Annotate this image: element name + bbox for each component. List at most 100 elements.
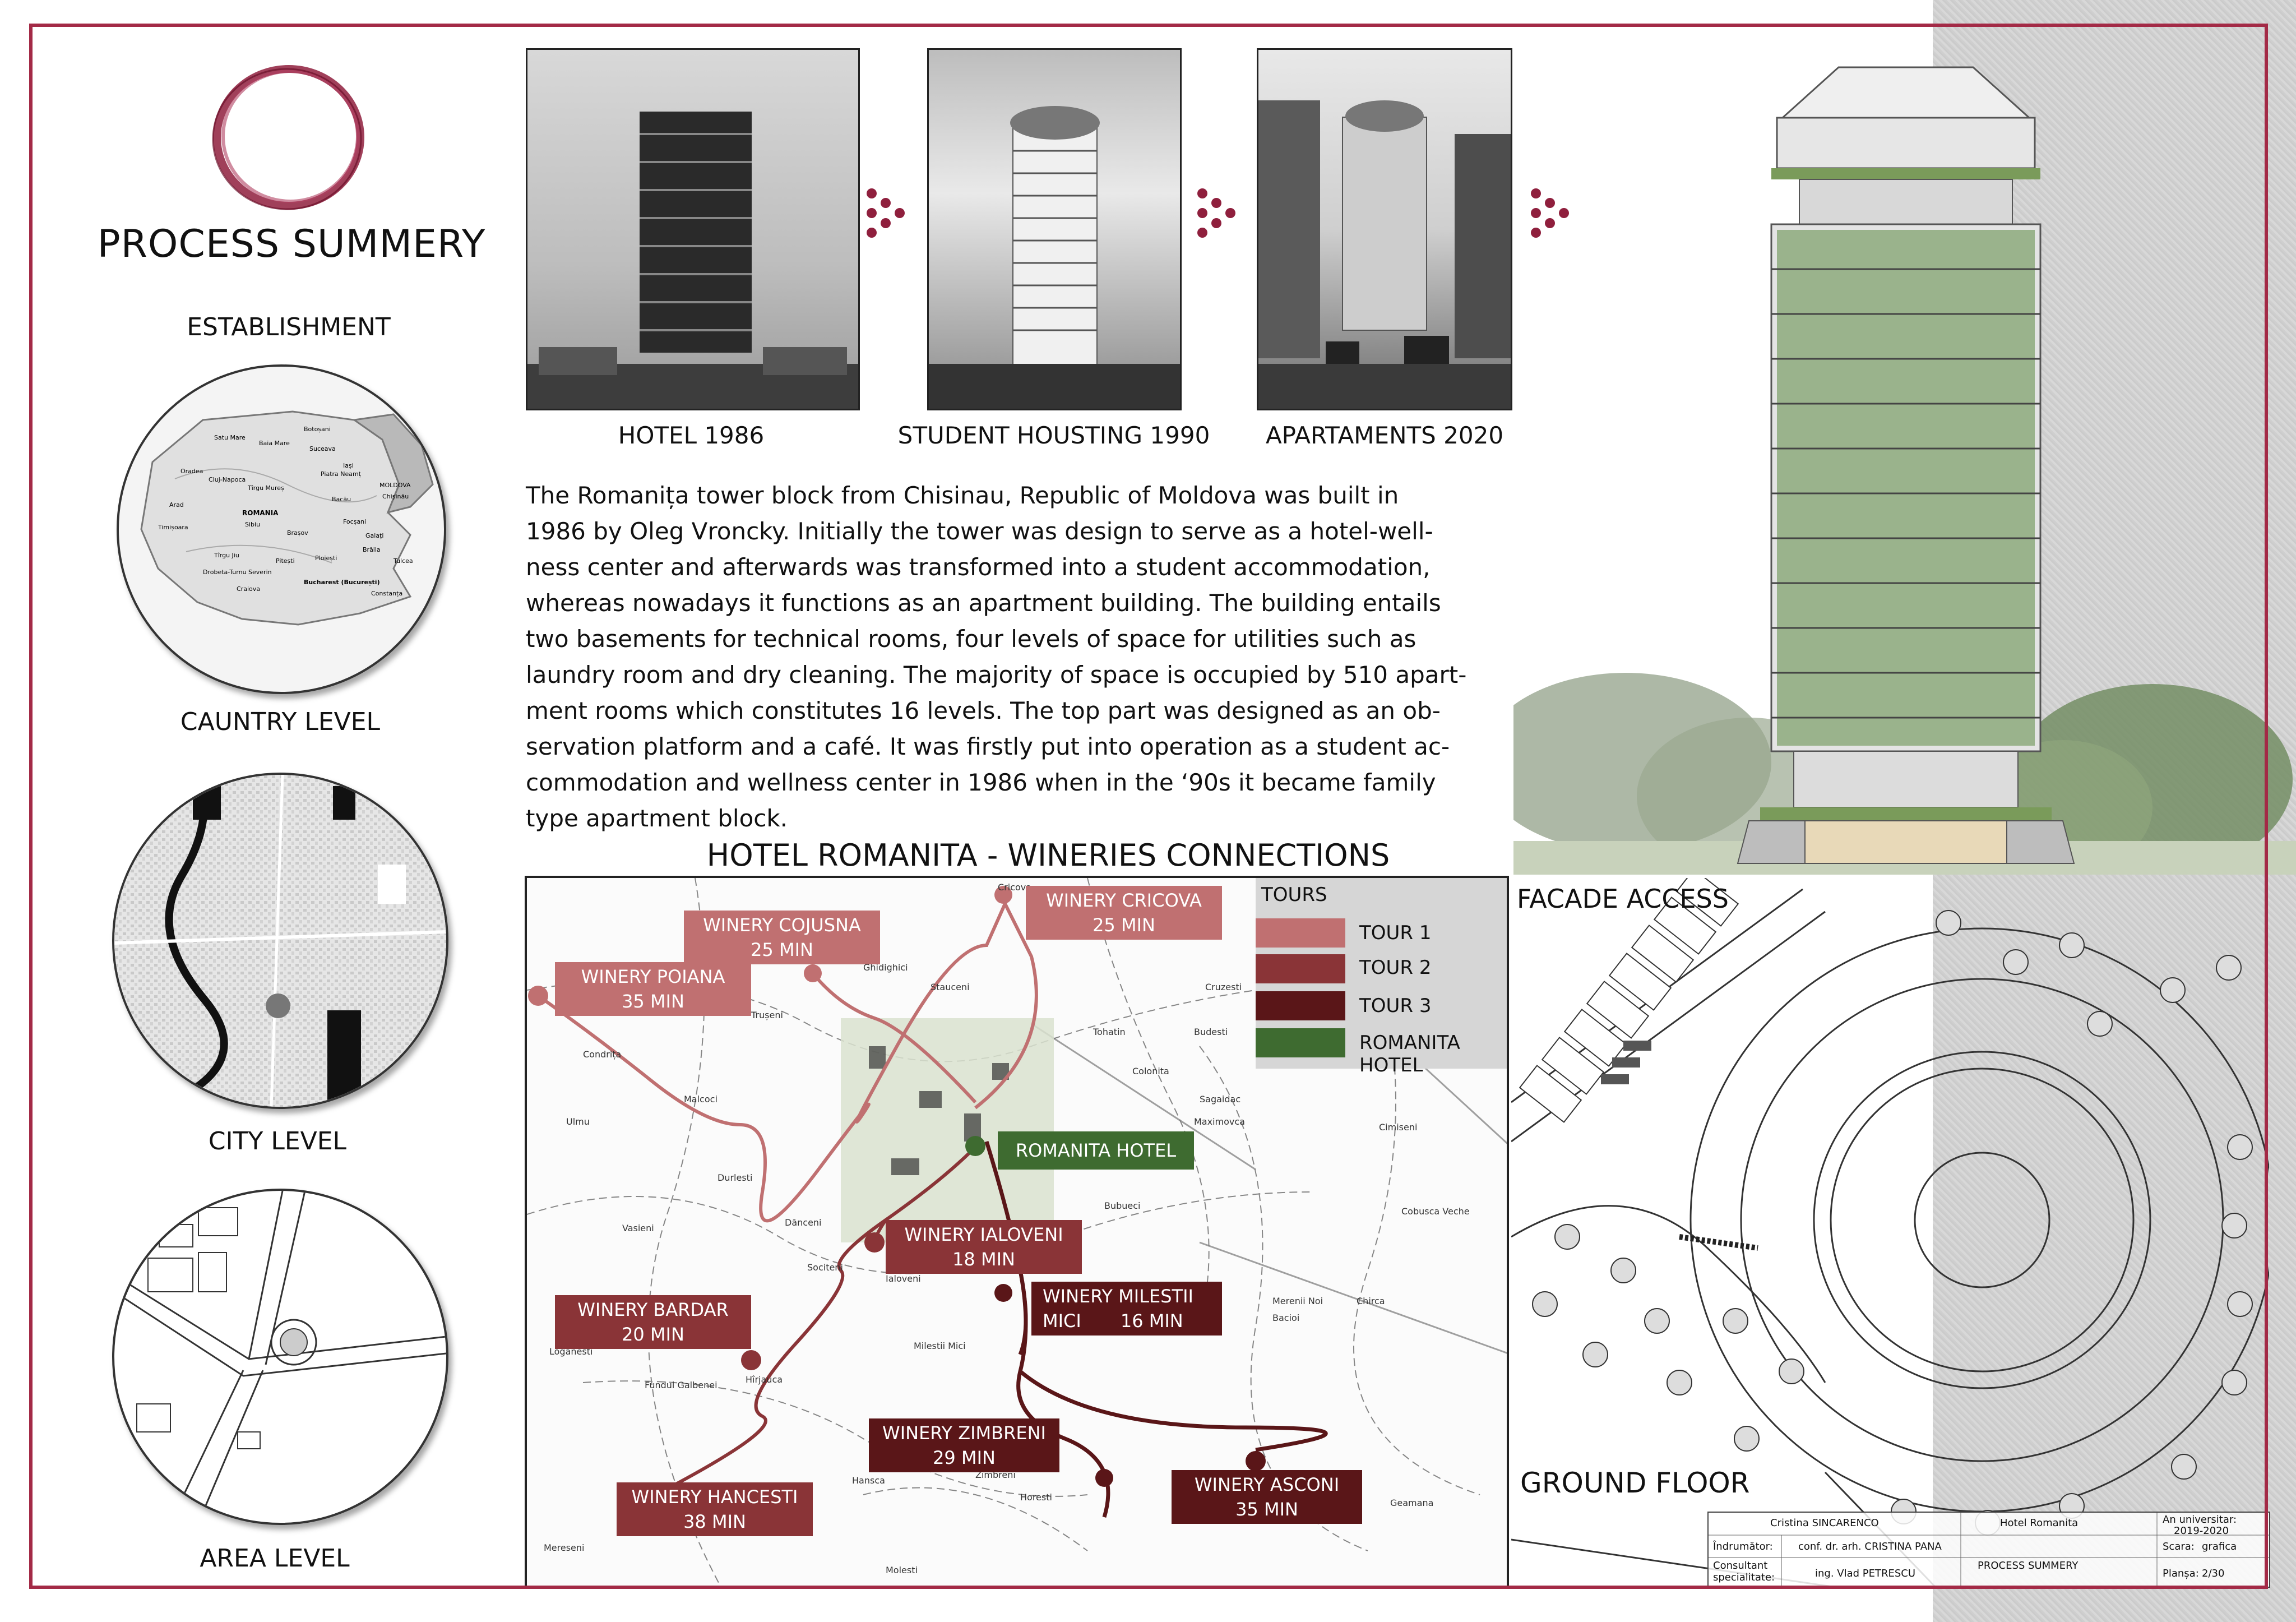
city-label: Drobeta-Turnu Severin	[203, 569, 272, 576]
ground-floor-plan: FACADE ACCESS GROUND FLOOR	[1511, 878, 2269, 1589]
description-line: ment rooms which constitutes 16 levels. …	[526, 697, 1441, 724]
place-name: Durlesti	[718, 1172, 752, 1183]
place-name: Colonita	[1132, 1066, 1169, 1076]
page-title: PROCESS SUMMERY	[97, 222, 486, 266]
city-label: Oradea	[180, 468, 203, 475]
legend-heading: TOURS	[1261, 884, 1327, 906]
place-name: Tohatin	[1093, 1027, 1126, 1037]
city-label: Sibiu	[245, 521, 260, 528]
place-name: Milestii Mici	[914, 1341, 966, 1351]
place-name: Chirca	[1357, 1296, 1385, 1306]
tutor-name: conf. dr. arh. CRISTINA PANA	[1798, 1541, 1942, 1552]
city-label: Satu Mare	[214, 434, 246, 441]
consultant-label: Consultant specialitate:	[1713, 1560, 1775, 1583]
scale-label: Scara:	[2163, 1541, 2195, 1552]
city-label: Brașov	[287, 529, 308, 537]
country-level-map: ROMANIA MOLDOVA Cluj-Napoca Brașov Iași …	[117, 364, 446, 694]
place-name: Fundul Galbenei	[645, 1380, 718, 1390]
wineries-map: Cricova Ghidighici Trușeni Condrița Malc…	[525, 876, 1509, 1589]
drawing-title-block: Cristina SINCARENCO Hotel Romanita An un…	[1707, 1512, 2270, 1588]
city-level-map	[112, 773, 448, 1109]
tours-legend: TOURS TOUR 1 TOUR 2 TOUR 3 ROMANITA HOTE…	[1256, 878, 1507, 1076]
description-line: ness center and afterwards was transform…	[526, 553, 1431, 581]
description-paragraph: The Romanița tower block from Chisinau, …	[526, 478, 1524, 837]
facade-access-label: FACADE ACCESS	[1517, 884, 1729, 914]
apartments-2020-photo	[1257, 48, 1512, 410]
city-label: Pitești	[276, 557, 295, 565]
place-name: Budesti	[1194, 1027, 1228, 1037]
city-label: Bucharest (București)	[304, 579, 380, 586]
romanita-hotel-tag: ROMANITA HOTEL	[998, 1131, 1194, 1170]
legend-swatch-tour3	[1256, 991, 1345, 1020]
place-name: Ialoveni	[886, 1273, 921, 1284]
place-name: Cricova	[998, 882, 1031, 893]
place-name: Cimiseni	[1379, 1122, 1417, 1133]
city-label: Craiova	[237, 585, 260, 593]
city-level-label: CITY LEVEL	[208, 1127, 347, 1156]
city-label: Ploiești	[315, 554, 337, 562]
city-label: Brăila	[363, 546, 381, 553]
place-name: Ulmu	[566, 1116, 590, 1127]
city-label: Iași	[343, 462, 354, 469]
year-label: An universitar:	[2163, 1514, 2237, 1526]
place-name: Vasieni	[622, 1223, 654, 1233]
legend-swatch-tour2	[1256, 954, 1345, 983]
city-label: Arad	[169, 501, 184, 509]
student-housing-1990-photo	[927, 48, 1182, 410]
city-label: Suceava	[309, 445, 336, 452]
description-line: 1986 by Oleg Vroncky. Initially the towe…	[526, 517, 1433, 545]
place-name: Sagaidac	[1200, 1094, 1240, 1105]
description-line: servation platform and a café. It was fi…	[526, 733, 1450, 760]
ground-floor-label: GROUND FLOOR	[1520, 1467, 1750, 1499]
place-name: Hîrjauca	[746, 1374, 783, 1385]
photo-caption: STUDENT HOUSTING 1990	[897, 422, 1210, 449]
legend-swatch-tour1	[1256, 918, 1345, 948]
place-name: Mereseni	[544, 1542, 584, 1553]
map-title: HOTEL ROMANITA - WINERIES CONNECTIONS	[706, 838, 1390, 873]
city-label: Bacău	[332, 496, 351, 503]
description-line: whereas nowadays it functions as an apar…	[526, 589, 1441, 617]
arrow-dots-icon	[867, 188, 905, 238]
arrow-dots-icon	[1197, 188, 1235, 238]
place-name: Cruzesti	[1205, 982, 1242, 992]
place-name: Geamana	[1390, 1498, 1433, 1508]
place-name: Molesti	[886, 1565, 918, 1575]
description-line: laundry room and dry cleaning. The major…	[526, 661, 1467, 688]
city-label: Tîrgu Jiu	[214, 552, 239, 559]
place-name: Condrița	[583, 1049, 621, 1060]
tower-facade-elevation	[1513, 66, 2296, 875]
wine-ring-logo-icon	[212, 65, 364, 210]
description-line: type apartment block.	[526, 805, 788, 832]
photo-caption: APARTAMENTS 2020	[1265, 422, 1504, 449]
country-label: ROMANIA	[242, 509, 279, 517]
place-name: Ghidighici	[863, 962, 908, 973]
arrow-dots-icon	[1531, 188, 1569, 238]
area-level-label: AREA LEVEL	[200, 1544, 350, 1573]
legend-label: TOUR 3	[1359, 995, 1432, 1017]
consultant-name: ing. Vlad PETRESCU	[1815, 1568, 1916, 1579]
tutor-label: Îndrumător:	[1713, 1541, 1773, 1552]
scale-value: grafica	[2202, 1541, 2237, 1552]
author-name: Cristina SINCARENCO	[1770, 1517, 1879, 1529]
legend-label: TOUR 1	[1359, 922, 1432, 944]
city-label: Chișinău	[382, 493, 409, 500]
place-name: Dănceni	[785, 1217, 822, 1228]
project-name: Hotel Romanita	[2000, 1517, 2079, 1529]
place-name: Trușeni	[751, 1010, 783, 1020]
city-label: Timișoara	[158, 524, 188, 531]
place-name: Horesti	[1020, 1492, 1052, 1503]
city-label: Tulcea	[393, 557, 413, 565]
legend-swatch-hotel	[1256, 1028, 1345, 1057]
city-label: Botoșani	[304, 426, 331, 433]
legend-label: TOUR 2	[1359, 956, 1432, 979]
area-level-map	[112, 1189, 448, 1525]
city-label: Constanța	[371, 590, 402, 597]
